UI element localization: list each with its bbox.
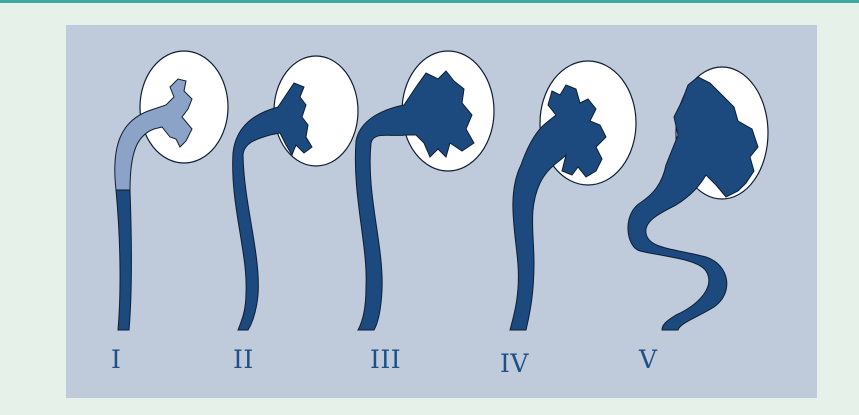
grade-2-illustration (233, 56, 358, 330)
figure-frame: I II III IV V (0, 3, 859, 415)
grade-3-label: III (370, 347, 401, 372)
grade-5-illustration (628, 67, 768, 330)
grade-3-illustration (355, 51, 494, 330)
reflux-grades-diagram (66, 25, 817, 398)
grade-1-label: I (111, 347, 121, 372)
grade-3-ureter (355, 71, 474, 330)
grade-2-ureter (233, 83, 312, 330)
grade-4-illustration (510, 61, 636, 330)
grade-4-label: IV (500, 351, 529, 376)
grade-5-label: V (639, 347, 658, 372)
grade-1-lower-ureter (116, 190, 131, 330)
diagram-panel: I II III IV V (66, 25, 817, 398)
grade-2-label: II (233, 347, 254, 372)
grade-1-illustration (115, 51, 228, 330)
grade-4-ureter (510, 85, 606, 330)
